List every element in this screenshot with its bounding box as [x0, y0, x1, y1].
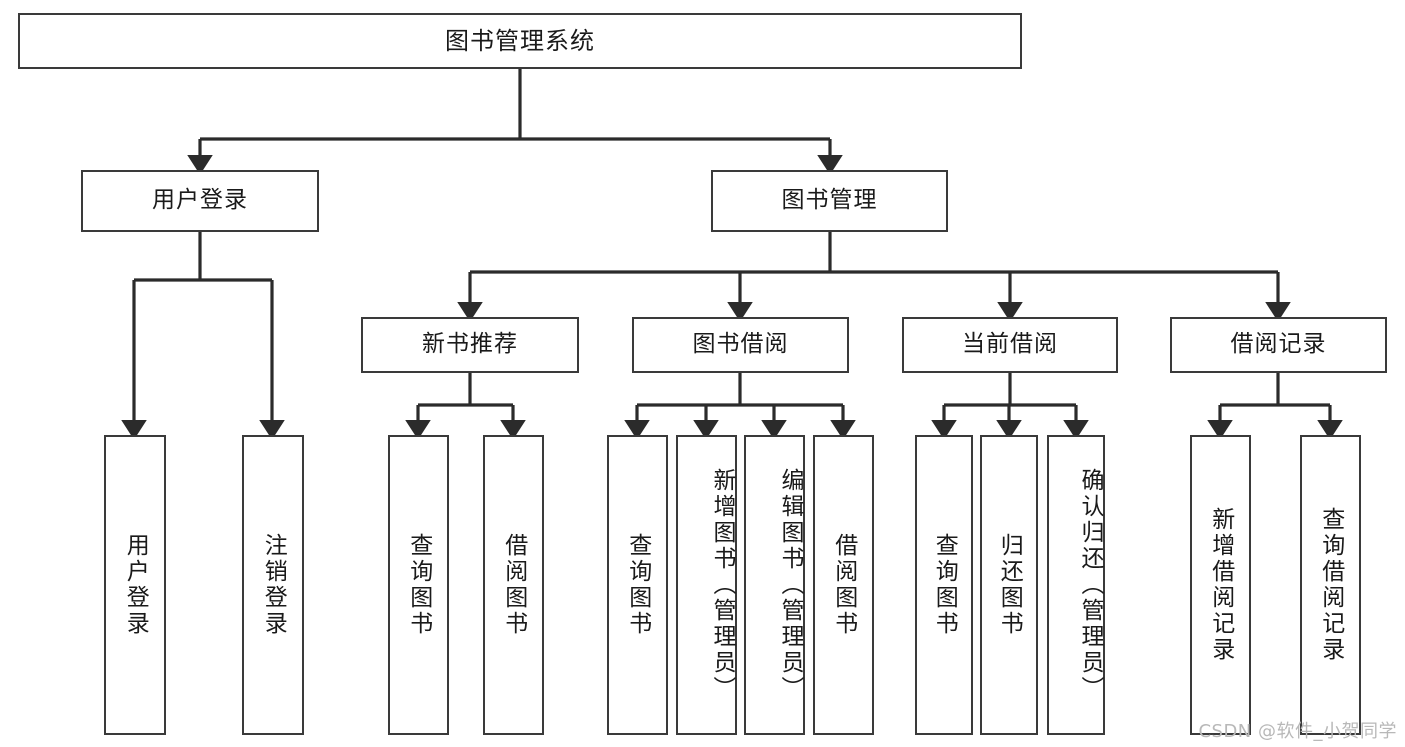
leaf-label: 借阅图书 [500, 533, 527, 637]
node-new-book-recommend-label: 新书推荐 [422, 331, 518, 358]
leaf-label: 查询图书 [931, 533, 958, 637]
leaf-label: 查询借阅记录 [1317, 507, 1344, 663]
leaf-label: 借阅图书 [830, 533, 857, 637]
leaf-label: 查询图书 [405, 533, 432, 637]
node-book-management[interactable]: 图书管理 [711, 170, 948, 232]
leaf-query-book-current[interactable]: 查询图书 [915, 435, 973, 735]
leaf-label: 新增图书（管理员） [709, 468, 735, 702]
leaf-add-borrow-record[interactable]: 新增借阅记录 [1190, 435, 1251, 735]
leaf-query-borrow-record[interactable]: 查询借阅记录 [1300, 435, 1361, 735]
leaf-label: 归还图书 [996, 533, 1023, 637]
leaf-edit-book-admin[interactable]: 编辑图书（管理员） [744, 435, 805, 735]
leaf-label: 确认归还（管理员） [1077, 468, 1103, 702]
node-root[interactable]: 图书管理系统 [18, 13, 1022, 69]
leaf-query-book-borrow[interactable]: 查询图书 [607, 435, 668, 735]
leaf-label: 用户登录 [122, 533, 149, 637]
leaf-user-login[interactable]: 用户登录 [104, 435, 166, 735]
node-user-login-label: 用户登录 [152, 187, 248, 214]
node-borrow-record[interactable]: 借阅记录 [1170, 317, 1387, 373]
leaf-label: 编辑图书（管理员） [777, 468, 803, 702]
node-current-borrow-label: 当前借阅 [962, 331, 1058, 358]
leaf-confirm-return-admin[interactable]: 确认归还（管理员） [1047, 435, 1105, 735]
leaf-label: 新增借阅记录 [1207, 507, 1234, 663]
node-user-login[interactable]: 用户登录 [81, 170, 319, 232]
leaf-add-book-admin[interactable]: 新增图书（管理员） [676, 435, 737, 735]
node-current-borrow[interactable]: 当前借阅 [902, 317, 1118, 373]
leaf-logout[interactable]: 注销登录 [242, 435, 304, 735]
node-book-borrow-label: 图书借阅 [692, 331, 789, 358]
node-borrow-record-label: 借阅记录 [1230, 331, 1327, 358]
leaf-label: 注销登录 [260, 533, 287, 637]
node-new-book-recommend[interactable]: 新书推荐 [361, 317, 579, 373]
leaf-return-book[interactable]: 归还图书 [980, 435, 1038, 735]
leaf-borrow-book[interactable]: 借阅图书 [813, 435, 874, 735]
leaf-query-book-recommend[interactable]: 查询图书 [388, 435, 449, 735]
leaf-borrow-book-recommend[interactable]: 借阅图书 [483, 435, 544, 735]
node-book-management-label: 图书管理 [781, 187, 878, 214]
leaf-label: 查询图书 [624, 533, 651, 637]
node-root-label: 图书管理系统 [445, 26, 595, 55]
node-book-borrow[interactable]: 图书借阅 [632, 317, 849, 373]
